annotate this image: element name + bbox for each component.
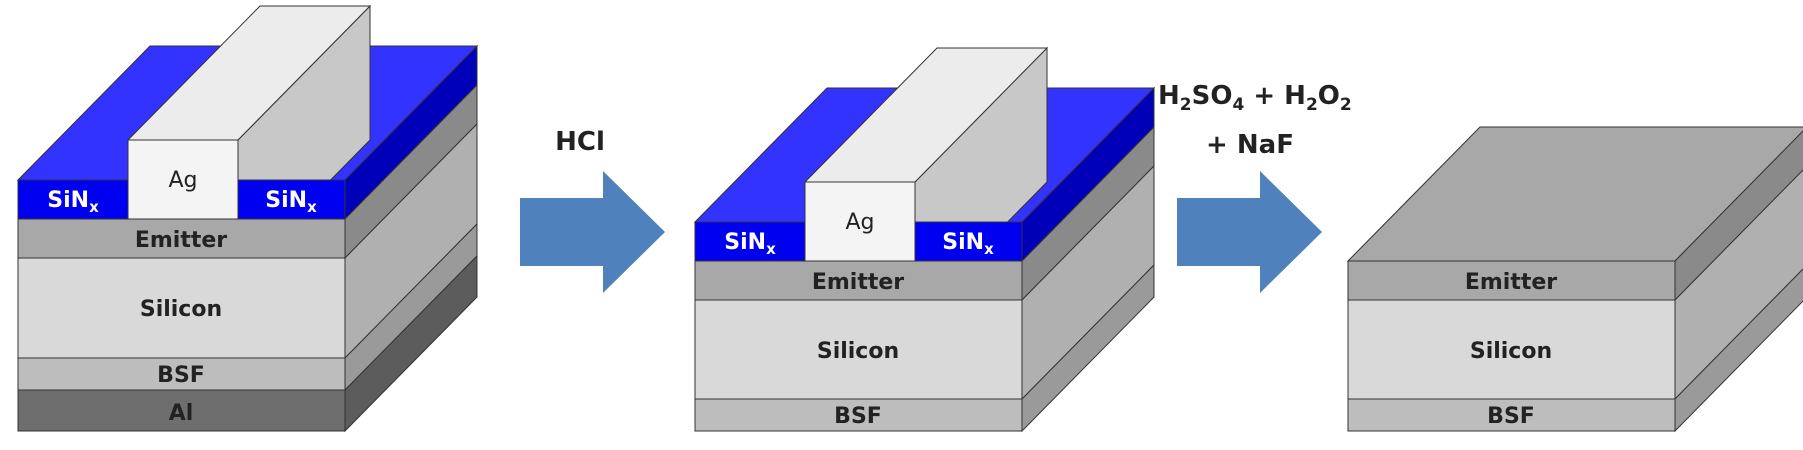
stage3-silicon-label: Silicon: [1470, 339, 1552, 364]
stage1-ag-label: Ag: [168, 168, 197, 193]
sinx-left-front: [694, 221, 806, 262]
stage2-bsf-label: BSF: [834, 404, 882, 429]
sinx-left-front: [17, 179, 129, 220]
stage2-emitter-label: Emitter: [812, 270, 904, 295]
silicon-layer-front: [17, 257, 346, 359]
stage-1-full-cell: [16, 4, 479, 433]
ag-front-face: [804, 181, 916, 263]
stage1-emitter-label: Emitter: [135, 228, 227, 253]
bsf-layer-front: [17, 357, 346, 391]
stage2-sinx-left-label: SiNx: [724, 230, 776, 258]
ag-front-face: [127, 139, 239, 221]
stage-1-labels: SiNx Ag SiNx Emitter Silicon BSF Al: [47, 168, 317, 426]
bsf-layer-front: [1347, 398, 1676, 432]
stage3-bsf-label: BSF: [1487, 404, 1535, 429]
stage-2-labels: SiNx Ag SiNx Emitter Silicon BSF: [724, 210, 994, 429]
silicon-layer-front: [1347, 299, 1676, 400]
stage2-silicon-label: Silicon: [817, 339, 899, 364]
stage1-al-label: Al: [169, 401, 194, 426]
stage-3-labels: Emitter Silicon BSF: [1465, 270, 1557, 429]
stage1-sinx-left-label: SiNx: [47, 188, 99, 216]
arrow1-hcl-label: HCl: [555, 127, 605, 157]
bsf-layer-front: [694, 398, 1023, 432]
stage2-sinx-right-label: SiNx: [942, 230, 994, 258]
al-layer-front: [17, 389, 346, 432]
emitter-layer-front: [17, 218, 346, 259]
arrow2-chem-line-2: + NaF: [1206, 130, 1294, 160]
stage3-emitter-label: Emitter: [1465, 270, 1557, 295]
stage1-bsf-label: BSF: [157, 363, 205, 388]
arrow2-chem-line-1: H2SO4 + H2O2: [1158, 81, 1352, 115]
sinx-right-front: [237, 179, 346, 220]
stage1-silicon-label: Silicon: [140, 297, 222, 322]
process-arrow-2: [1177, 171, 1322, 293]
process-arrow-1: [520, 171, 665, 293]
stage-2-after-hcl: [693, 46, 1156, 433]
silicon-layer-front: [694, 299, 1023, 400]
sinx-right-front: [914, 221, 1023, 262]
stage2-ag-label: Ag: [845, 210, 874, 235]
stage1-sinx-right-label: SiNx: [265, 188, 317, 216]
stage-3-stripped-wafer: [1346, 126, 1803, 433]
